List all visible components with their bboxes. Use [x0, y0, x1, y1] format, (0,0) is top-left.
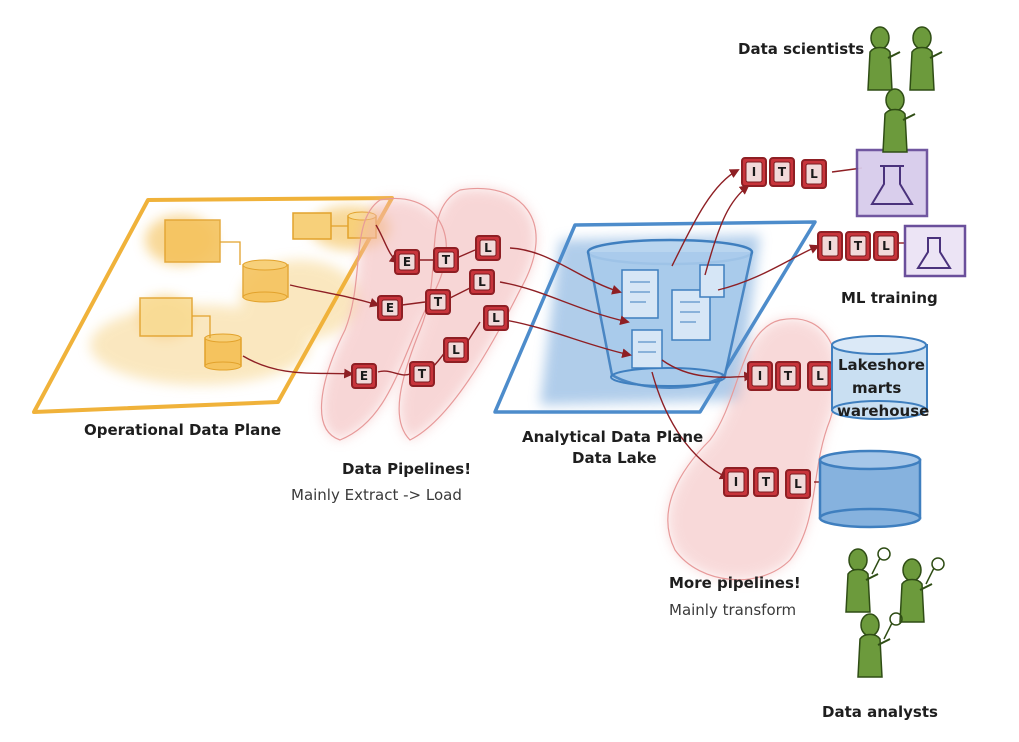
etl-step-box: T — [425, 289, 451, 315]
flow-arrows — [242, 167, 905, 483]
etl-step-box: L — [483, 305, 509, 331]
itl-step-box: T — [775, 361, 801, 391]
operational-service-box — [164, 219, 221, 263]
marts-label: marts — [852, 379, 902, 397]
itl-step-box: T — [769, 157, 795, 187]
document-icon — [621, 269, 659, 319]
person-icon — [899, 558, 933, 623]
etl-step-box: T — [409, 361, 435, 387]
data-analysts-label: Data analysts — [822, 703, 938, 721]
analytical-data-plane — [493, 220, 817, 414]
pipeline-step-letter: L — [810, 167, 818, 181]
itl-step-box: I — [723, 467, 749, 497]
pipeline-step-letter: T — [778, 165, 787, 179]
pipeline-step-letter: L — [452, 343, 460, 357]
pipeline-step-letter: L — [794, 477, 802, 491]
pipeline-step-letter: L — [478, 275, 486, 289]
more-pipelines-title: More pipelines! — [669, 574, 801, 592]
itl-step-box: L — [785, 469, 811, 499]
itl-step-box: L — [873, 231, 899, 261]
etl-pipeline-boxes: E T L E T L E T L L — [351, 235, 509, 389]
data-scientists-label: Data scientists — [738, 40, 865, 58]
pipeline-step-letter: E — [360, 369, 368, 383]
operational-service-box — [139, 297, 193, 337]
person-icon — [909, 26, 943, 91]
pipeline-step-letter: I — [734, 475, 738, 489]
pipeline-step-letter: L — [492, 311, 500, 325]
person-icon — [845, 548, 879, 613]
person-icon — [857, 613, 891, 678]
operational-data-plane — [32, 196, 394, 414]
operational-plane-label: Operational Data Plane — [84, 421, 282, 439]
pipeline-step-letter: I — [752, 165, 756, 179]
operational-service-box — [292, 212, 332, 240]
etl-step-box: L — [475, 235, 501, 261]
database-icon — [818, 449, 922, 529]
pipeline-step-letter: I — [828, 239, 832, 253]
pipeline-step-letter: E — [386, 301, 394, 315]
document-icon — [699, 264, 725, 298]
document-icon — [671, 289, 711, 341]
itl-step-box: L — [801, 159, 827, 189]
pipeline-step-letter: E — [403, 255, 411, 269]
ml-training-label: ML training — [841, 289, 938, 307]
etl-step-box: L — [443, 337, 469, 363]
etl-step-box: E — [377, 295, 403, 321]
pipeline-step-letter: L — [882, 239, 890, 253]
etl-step-box: L — [469, 269, 495, 295]
more-pipelines-subtitle: Mainly transform — [669, 601, 797, 619]
database-icon — [204, 333, 242, 371]
data-lake-label: Data Lake — [572, 449, 657, 467]
itl-step-box: T — [845, 231, 871, 261]
person-icon — [882, 88, 916, 153]
warehouse-label: warehouse — [837, 402, 930, 420]
data-analysts-figures — [845, 547, 945, 678]
pipeline-step-letter: T — [854, 239, 863, 253]
itl-pipeline-boxes: I T L I T L I T L I T L — [723, 157, 899, 499]
flask-icon — [903, 224, 967, 278]
person-icon — [867, 26, 901, 91]
itl-step-box: T — [753, 467, 779, 497]
data-scientists-figures — [867, 26, 943, 153]
itl-step-box: I — [741, 157, 767, 187]
itl-step-box: I — [747, 361, 773, 391]
pipeline-step-letter: L — [484, 241, 492, 255]
database-icon — [831, 335, 928, 420]
etl-step-box: E — [351, 363, 377, 389]
pipeline-step-letter: T — [434, 295, 443, 309]
magnifier-icon — [871, 547, 891, 575]
pipeline-step-letter: T — [442, 253, 451, 267]
pipeline-step-letter: T — [418, 367, 427, 381]
etl-step-box: T — [433, 247, 459, 273]
analytical-plane-label: Analytical Data Plane — [522, 428, 704, 446]
pipeline-step-letter: T — [762, 475, 771, 489]
magnifier-icon — [925, 557, 945, 585]
lakeshore-label: Lakeshore — [838, 356, 925, 374]
etl-step-box: E — [394, 249, 420, 275]
pipeline-step-letter: T — [784, 369, 793, 383]
pipeline-step-letter: L — [816, 369, 824, 383]
pipeline-step-letter: I — [758, 369, 762, 383]
magnifier-icon — [883, 612, 903, 640]
itl-step-box: L — [807, 361, 833, 391]
document-icon — [631, 329, 663, 369]
pipelines-title: Data Pipelines! — [342, 460, 472, 478]
database-icon — [242, 259, 289, 303]
itl-step-box: I — [817, 231, 843, 261]
flask-icon — [855, 148, 929, 218]
pipelines-subtitle: Mainly Extract -> Load — [291, 486, 462, 504]
